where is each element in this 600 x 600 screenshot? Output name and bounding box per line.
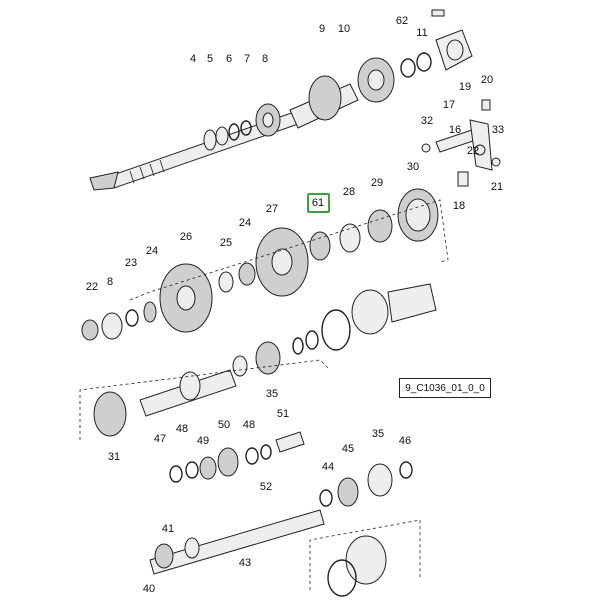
part-label-40: 40 (143, 583, 155, 595)
right-housing (232, 283, 437, 377)
part-label-17: 17 (443, 99, 455, 111)
part-label-8: 8 (107, 276, 113, 288)
upper-shaft (89, 9, 473, 191)
part-label-44: 44 (322, 461, 334, 473)
part-label-24: 24 (146, 245, 158, 257)
part-label-48: 48 (243, 419, 255, 431)
part-label-24: 24 (239, 217, 251, 229)
part-label-22: 22 (86, 281, 98, 293)
part-label-11: 11 (416, 27, 427, 39)
part-label-30: 30 (407, 161, 419, 173)
part-label-47: 47 (154, 433, 166, 445)
part-label-49: 49 (197, 435, 209, 447)
part-label-31: 31 (108, 451, 120, 463)
part-label-26: 26 (180, 231, 192, 243)
part-label-50: 50 (218, 419, 230, 431)
lower-parts (169, 431, 413, 507)
part-label-33: 33 (492, 124, 504, 136)
reference-code: 9_C1036_01_0_0 (399, 378, 491, 398)
part-label-62: 62 (396, 15, 408, 27)
highlighted-part-frame (307, 193, 330, 213)
part-label-9: 9 (319, 23, 325, 35)
part-label-25: 25 (220, 237, 232, 249)
part-label-32: 32 (421, 115, 433, 127)
part-label-21: 21 (491, 181, 503, 193)
lower-shaft (79, 359, 331, 440)
part-label-29: 29 (371, 177, 383, 189)
output-shaft (149, 509, 421, 597)
part-label-27: 27 (266, 203, 278, 215)
part-label-4: 4 (190, 53, 196, 65)
part-label-45: 45 (342, 443, 354, 455)
part-label-61: 61 (312, 197, 324, 209)
part-label-10: 10 (338, 23, 350, 35)
part-label-19: 19 (459, 81, 471, 93)
part-label-20: 20 (481, 74, 493, 86)
part-label-46: 46 (399, 435, 411, 447)
part-label-51: 51 (277, 408, 289, 420)
part-label-7: 7 (244, 53, 250, 65)
part-label-35: 35 (266, 388, 278, 400)
part-label-43: 43 (239, 557, 251, 569)
part-label-16: 16 (449, 124, 461, 136)
part-label-41: 41 (162, 523, 174, 535)
part-label-28: 28 (343, 186, 355, 198)
part-label-18: 18 (453, 200, 465, 212)
part-label-22: 22 (467, 145, 479, 157)
part-label-35: 35 (372, 428, 384, 440)
part-label-52: 52 (260, 481, 272, 493)
shift-fork (421, 99, 501, 187)
part-label-5: 5 (207, 53, 213, 65)
middle-gears (81, 188, 449, 341)
part-label-48: 48 (176, 423, 188, 435)
part-label-6: 6 (226, 53, 232, 65)
part-label-8: 8 (262, 53, 268, 65)
part-label-23: 23 (125, 257, 137, 269)
